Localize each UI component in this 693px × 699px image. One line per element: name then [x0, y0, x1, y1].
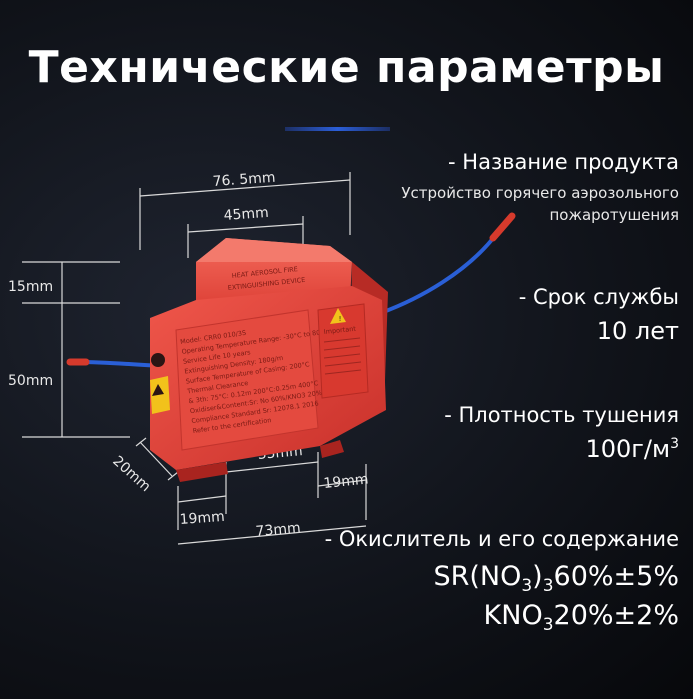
formula-1-part-a: SR(NO — [433, 561, 522, 592]
spec-product-name: - Название продукта Устройство горячего … — [401, 150, 679, 226]
dim-height-body-label: 50mm — [8, 373, 53, 389]
formula-1-part-c: 60%±5% — [553, 561, 679, 592]
spec-oxidizer: - Окислитель и его содержание SR(NO3)360… — [325, 527, 679, 635]
svg-text:!: ! — [339, 315, 342, 323]
spec-oxidizer-label: - Окислитель и его содержание — [324, 527, 679, 551]
spec-density-value: 100г/м3 — [444, 435, 679, 463]
wire-left — [66, 358, 161, 368]
dim-height-top-label: 15mm — [8, 279, 53, 295]
dim-base-total: 73mm — [177, 520, 367, 545]
title-underline — [285, 127, 390, 131]
dim-base-total-label: 73mm — [255, 520, 301, 540]
formula-2-part-b: 20%±2% — [553, 600, 679, 631]
spec-product-name-label: - Название продукта — [448, 150, 679, 174]
formula-1-sub-2: 3 — [542, 576, 554, 596]
formula-1-sub-1: 3 — [521, 576, 533, 596]
spec-product-name-value-1: Устройство горячего аэрозольного — [401, 184, 679, 202]
spec-service-life-value: 10 лет — [596, 317, 679, 345]
spec-oxidizer-formula-1: SR(NO3)360%±5% — [325, 561, 679, 596]
dim-base-right-label: 19mm — [323, 471, 370, 492]
spec-service-life: - Срок службы 10 лет — [519, 285, 679, 345]
dim-width-top-label: 45mm — [223, 205, 269, 224]
dim-height-body: 50mm — [8, 303, 130, 438]
formula-2-sub: 3 — [542, 615, 554, 635]
spec-density-label: - Плотность тушения — [444, 403, 679, 427]
dim-base-right: 19mm — [317, 464, 370, 520]
page-title: Технические параметры — [28, 42, 665, 93]
spec-service-life-label: - Срок службы — [518, 285, 679, 309]
dim-base-left-label: 19mm — [179, 509, 225, 528]
device-warning-title: Important — [323, 325, 356, 336]
dim-width-total: 76. 5mm — [139, 170, 351, 250]
formula-1-part-b: ) — [532, 561, 543, 592]
spec-oxidizer-formula-2: KNO320%±2% — [325, 600, 679, 635]
dim-width-total-label: 76. 5mm — [212, 170, 276, 190]
spec-product-name-value-2: пожаротушения — [549, 206, 679, 224]
dim-base-left: 19mm — [177, 484, 227, 530]
dim-height-top: 15mm — [8, 261, 120, 304]
warning-icon — [330, 308, 346, 324]
dim-depth-label: 20mm — [109, 453, 153, 495]
spec-density: - Плотность тушения 100г/м3 — [444, 403, 679, 463]
formula-2-part-a: KNO — [483, 600, 543, 631]
spec-density-value-exponent: 3 — [670, 436, 679, 452]
dim-width-top: 45mm — [187, 205, 304, 258]
spec-density-value-number: 100г/м — [585, 435, 671, 463]
device-body: HEAT AEROSOL FIRE EXTINGUISHING DEVICE M… — [150, 238, 388, 482]
device-warning-panel: ! Important — [317, 303, 369, 399]
wire-right — [371, 212, 516, 318]
